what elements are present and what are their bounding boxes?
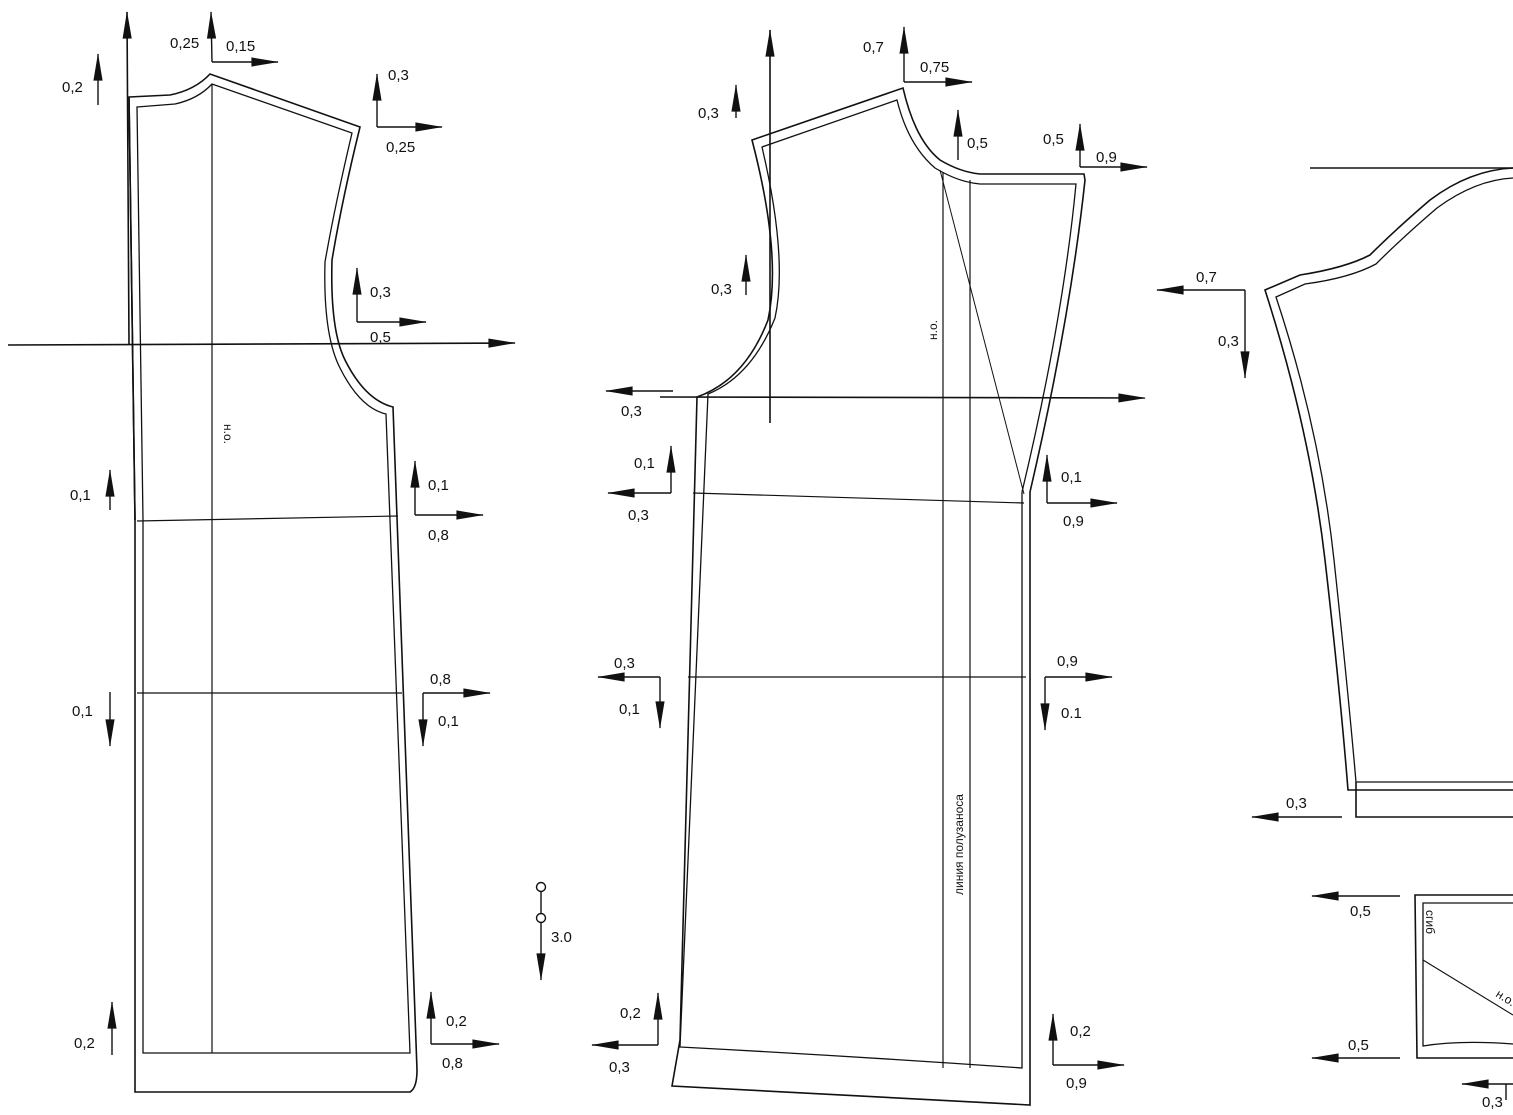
back-label-armhole-right: 0,5 — [370, 329, 391, 346]
back-inner-contour — [136, 83, 411, 1054]
front-grain-label: н.о. — [926, 320, 940, 340]
front-label-shoulder-right: 0,75 — [920, 59, 949, 76]
front-label-hem-centre-up: 0,2 — [1070, 1023, 1091, 1040]
front-outer-contour — [671, 86, 1086, 1106]
back-label-hem-side-right: 0,8 — [442, 1055, 463, 1072]
front-label-hem-side-up: 0,2 — [620, 1005, 641, 1022]
cuff-grain-label: н.о. — [1493, 987, 1513, 1009]
front-label-armhole-up: 0,3 — [698, 105, 719, 122]
sleeve-inner-contour — [1275, 177, 1513, 783]
front-dart-line — [939, 169, 1025, 495]
front-label-waist-side-up: 0,1 — [634, 455, 655, 472]
hem-allowance-value: 3.0 — [551, 929, 572, 946]
front-label-hem-centre-right: 0,9 — [1066, 1075, 1087, 1092]
front-label-shoulder-up: 0,7 — [863, 39, 884, 56]
cuff-outer-contour — [1414, 894, 1513, 1059]
front-label-centre-right: 0,9 — [1096, 149, 1117, 166]
back-vertical-axis — [122, 11, 132, 346]
back-label-waist-side-up: 0,1 — [428, 477, 449, 494]
front-overlap-label: линия полузаноса — [952, 794, 966, 895]
front-label-neck-up: 0,5 — [967, 135, 988, 152]
sleeve-label-top-down: 0,3 — [1218, 333, 1239, 350]
sleeve-piece: 0,7 0,3 0,3 — [1156, 167, 1513, 822]
back-label-shoulder-end-up: 0,3 — [388, 67, 409, 84]
front-label-hem-side-left: 0,3 — [609, 1059, 630, 1076]
front-label-waist-centre-up: 0,1 — [1061, 469, 1082, 486]
front-piece: 0,3 0,3 0,3 0,7 0,75 0,5 0,5 0,9 н.о. 0,… — [591, 26, 1148, 1106]
front-chest-axis — [659, 393, 1146, 403]
front-label-hip-centre-down: 0.1 — [1061, 705, 1082, 722]
back-outer-contour — [128, 73, 418, 1093]
front-label-hip-side-down: 0,1 — [619, 701, 640, 718]
back-label-neck-up: 0,2 — [62, 79, 83, 96]
sleeve-label-top-left: 0,7 — [1196, 269, 1217, 286]
cuff-label-bottom-corner: 0,3 — [1482, 1094, 1503, 1111]
cuff-label-bottom-left: 0,5 — [1348, 1037, 1369, 1054]
cuff-label-top-left: 0,5 — [1350, 903, 1371, 920]
back-label-armhole-up: 0,3 — [370, 284, 391, 301]
back-label-hem-side-up: 0,2 — [446, 1013, 467, 1030]
sleeve-hem-band — [1355, 782, 1513, 818]
sleeve-label-hem-left: 0,3 — [1286, 795, 1307, 812]
back-label-hip-side-down: 0,1 — [438, 713, 459, 730]
sleeve-outer-contour — [1264, 167, 1513, 791]
front-inner-contour — [679, 99, 1077, 1069]
back-label-waist-side-right: 0,8 — [428, 527, 449, 544]
back-label-hem-left-up: 0,2 — [74, 1035, 95, 1052]
back-label-waist-left-up: 0,1 — [70, 487, 91, 504]
front-label-hip-side-left: 0,3 — [614, 655, 635, 672]
back-label-hip-side-right: 0,8 — [430, 671, 451, 688]
cuff-inner-contour — [1422, 902, 1513, 1047]
back-label-shoulder-end-right: 0,25 — [386, 139, 415, 156]
front-label-side-top-left: 0,3 — [621, 403, 642, 420]
front-label-waist-centre-right: 0,9 — [1063, 513, 1084, 530]
front-label-waist-side-left: 0,3 — [628, 507, 649, 524]
front-label-armhole-mid-up: 0,3 — [711, 281, 732, 298]
back-chest-axis — [7, 338, 516, 348]
back-label-hip-left-down: 0,1 — [72, 703, 93, 720]
back-waist-line — [136, 515, 399, 522]
cuff-grain-line — [1422, 959, 1513, 1016]
back-label-shoulder-right: 0,15 — [226, 38, 255, 55]
front-waist-line — [692, 492, 1025, 504]
hem-allowance-marker: 3.0 — [535, 881, 572, 981]
back-piece: 0,2 0,25 0,15 0,3 0,25 0,3 0,5 н.о. 0,1 … — [62, 11, 500, 1093]
back-label-shoulder-up: 0,25 — [170, 35, 199, 52]
back-centre-label: н.о. — [221, 424, 235, 444]
front-label-hip-centre-right: 0,9 — [1057, 653, 1078, 670]
cuff-fold-label: сгиб — [1423, 910, 1437, 934]
front-label-centre-up: 0,5 — [1043, 131, 1064, 148]
cuff-piece: сгиб н.о. 0,5 0,5 0,3 — [1311, 891, 1513, 1111]
